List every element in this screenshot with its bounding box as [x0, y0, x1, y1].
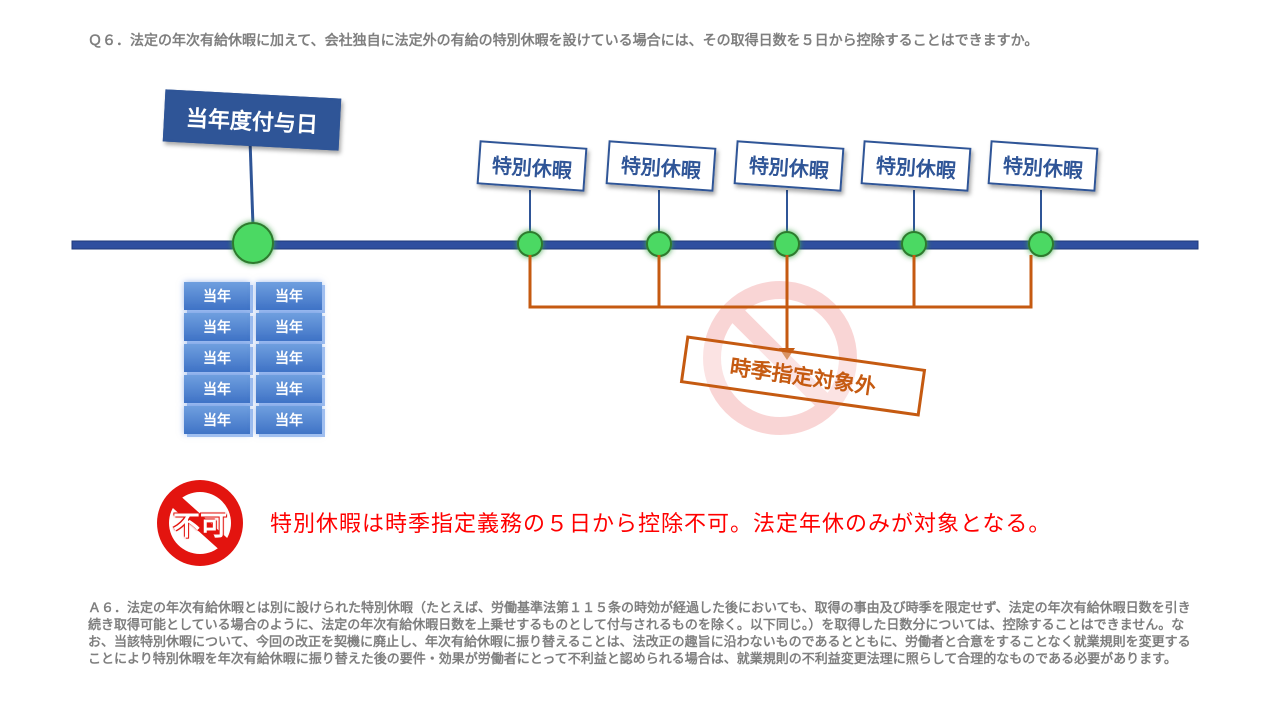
leave-day-block: 当年	[256, 406, 322, 434]
special-leave-label: 特別休暇	[605, 140, 717, 192]
leave-days-stack: 当年当年当年当年当年当年当年当年当年当年	[184, 282, 330, 438]
grant-date-label: 当年度付与日	[162, 89, 342, 151]
leave-day-block: 当年	[256, 375, 322, 403]
leave-day-block: 当年	[184, 406, 250, 434]
bracket-line	[528, 255, 1033, 309]
start-connector	[248, 139, 255, 227]
special-leave-node	[646, 231, 672, 257]
conclusion-text: 特別休暇は時季指定義務の５日から控除不可。法定年休のみが対象となる。	[270, 512, 1052, 537]
special-leave-node	[1028, 231, 1054, 257]
leave-day-block: 当年	[184, 344, 250, 372]
special-leave-label: 特別休暇	[733, 140, 845, 192]
timeline-bar	[71, 240, 1199, 250]
faint-prohibit-icon	[703, 281, 857, 435]
special-leave-label: 特別休暇	[987, 140, 1099, 192]
start-node	[232, 222, 274, 264]
special-leave-node	[901, 231, 927, 257]
question-text: Ｑ６．法定の年次有給休暇に加えて、会社独自に法定外の有給の特別休暇を設けている場…	[88, 33, 1039, 49]
leave-day-block: 当年	[256, 313, 322, 341]
leave-day-block: 当年	[184, 313, 250, 341]
answer-text: Ａ６．法定の年次有給休暇とは別に設けられた特別休暇（たとえば、労働基準法第１１５…	[88, 601, 1191, 667]
leave-day-block: 当年	[256, 344, 322, 372]
special-leave-label: 特別休暇	[476, 140, 588, 192]
special-leave-node	[774, 231, 800, 257]
bracket-arrow-head	[779, 348, 795, 360]
special-leave-label: 特別休暇	[860, 140, 972, 192]
prohibit-badge-text: 不可	[173, 510, 227, 542]
leave-day-block: 当年	[256, 282, 322, 310]
leave-day-block: 当年	[184, 282, 250, 310]
leave-day-block: 当年	[184, 375, 250, 403]
prohibit-icon: 不可	[157, 480, 243, 566]
special-leave-node	[517, 231, 543, 257]
